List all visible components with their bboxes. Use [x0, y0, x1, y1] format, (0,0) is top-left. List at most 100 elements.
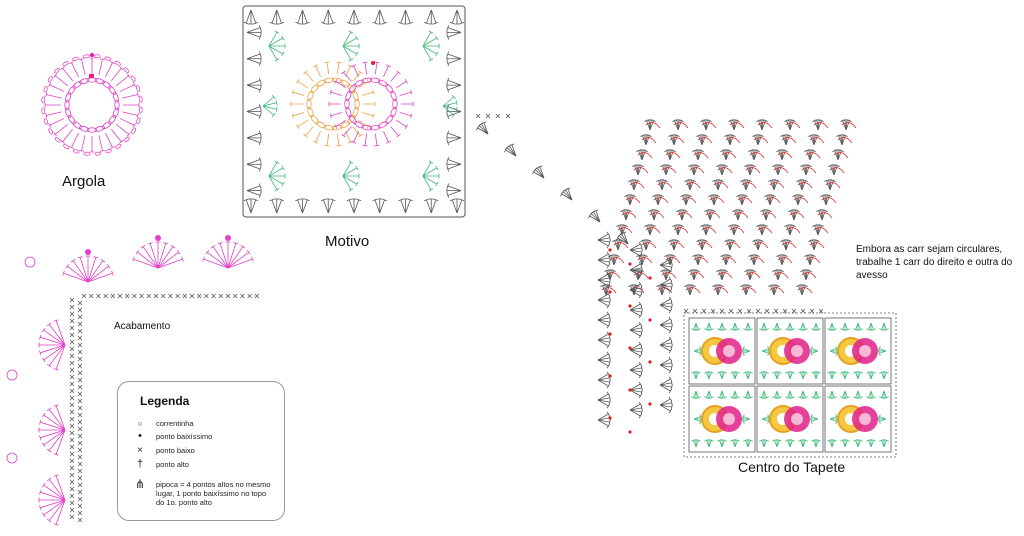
double-crochet-mark: [759, 322, 765, 331]
single-crochet-mark: [719, 308, 725, 314]
double-crochet-mark: [302, 9, 310, 25]
chain-stitch: [378, 121, 388, 129]
double-crochet-mark: [262, 94, 276, 107]
double-crochet-mark: [659, 340, 673, 346]
double-crochet-mark: [342, 175, 359, 187]
double-crochet-mark: [730, 322, 736, 331]
single-crochet-mark: [692, 308, 698, 314]
double-crochet-mark: [742, 414, 751, 420]
connector-arc: [781, 137, 797, 144]
double-crochet-mark: [649, 119, 656, 131]
single-crochet-mark: [77, 328, 83, 334]
double-crochet-mark: [659, 364, 673, 370]
double-crochet-mark: [352, 126, 363, 138]
single-crochet-mark: [77, 370, 83, 376]
chain-stitch: [348, 114, 357, 124]
double-crochet-mark: [329, 112, 343, 119]
double-crochet-mark: [274, 198, 280, 213]
join-dot: [648, 318, 652, 322]
double-crochet-mark: [87, 270, 114, 283]
connector-arc: [809, 242, 825, 249]
center-motif-tile: [688, 317, 756, 385]
double-crochet-mark: [629, 409, 643, 415]
double-crochet-mark: [805, 164, 812, 176]
double-crochet-mark: [48, 82, 65, 92]
double-crochet-mark: [341, 70, 352, 82]
double-crochet-mark: [325, 10, 331, 25]
double-crochet-mark: [563, 188, 573, 201]
double-crochet-mark: [773, 179, 780, 191]
connector-arc: [725, 137, 741, 144]
chain-stitch: [123, 67, 130, 73]
double-crochet-mark: [810, 346, 819, 352]
center-motif-tile: [824, 317, 892, 385]
popcorn-stitch-icon: ⋔: [134, 477, 146, 491]
connector-arc: [797, 287, 813, 294]
double-crochet-mark: [140, 244, 159, 269]
double-crochet-mark: [629, 305, 643, 311]
connector-arc: [841, 122, 857, 129]
double-crochet-mark: [276, 9, 285, 25]
double-crochet-mark: [147, 242, 159, 269]
connector-arc: [773, 167, 789, 174]
double-crochet-mark: [250, 9, 259, 25]
connector-arc: [629, 182, 645, 189]
chain-stitch: [323, 77, 335, 84]
single-crochet-mark: [69, 430, 75, 436]
double-crochet-mark: [246, 77, 262, 86]
chain-stitch: [131, 127, 137, 134]
double-crochet-mark: [105, 61, 115, 78]
chain-stitch: [54, 67, 60, 74]
connector-arc: [669, 137, 685, 144]
connector-arc: [801, 272, 817, 279]
connector-arc: [809, 137, 825, 144]
center-border: [683, 312, 897, 458]
double-crochet-mark: [870, 439, 876, 448]
single-crochet-mark: [139, 293, 144, 299]
double-crochet-mark: [749, 269, 756, 281]
double-crochet-mark: [327, 198, 336, 214]
connector-arc: [669, 242, 685, 249]
double-crochet-mark: [303, 126, 314, 138]
double-crochet-mark: [801, 284, 808, 296]
double-crochet-mark: [629, 389, 643, 395]
double-crochet-mark: [342, 30, 354, 47]
single-crochet-mark: [77, 307, 83, 313]
double-crochet-mark: [765, 209, 772, 221]
double-crochet-mark: [659, 400, 673, 406]
double-crochet-mark: [157, 249, 181, 269]
single-crochet-mark: [710, 308, 716, 314]
motivo-square: [242, 5, 466, 218]
double-crochet-mark: [262, 105, 278, 112]
connector-arc: [685, 287, 701, 294]
double-crochet-mark: [295, 198, 303, 214]
single-crochet-mark: [69, 458, 75, 464]
double-crochet-mark: [645, 134, 652, 146]
double-crochet-mark: [829, 179, 836, 191]
double-crochet-mark: [742, 346, 751, 352]
double-crochet-mark: [115, 124, 131, 137]
double-crochet-mark: [379, 198, 388, 214]
double-crochet-mark: [361, 89, 375, 96]
single-crochet-mark: [69, 500, 75, 506]
chain-stitch: [94, 125, 105, 132]
double-crochet-mark: [333, 119, 346, 130]
double-crochet-mark: [597, 311, 610, 321]
double-crochet-mark: [597, 359, 610, 369]
double-crochet-mark: [422, 165, 439, 177]
double-crochet-mark: [629, 281, 642, 291]
single-crochet-mark: [77, 468, 83, 474]
connector-arc: [601, 287, 617, 294]
double-crochet-mark: [813, 134, 820, 146]
double-crochet-mark: [879, 322, 885, 331]
double-crochet-mark: [659, 316, 672, 326]
double-crochet-mark: [597, 251, 610, 261]
chain-stitch: [83, 151, 91, 156]
double-crochet-mark: [677, 224, 684, 236]
double-crochet-mark: [704, 322, 710, 331]
single-crochet-mark: [77, 405, 83, 411]
double-crochet-mark: [119, 118, 136, 128]
double-crochet-mark: [403, 198, 408, 213]
single-crochet-mark: [701, 308, 707, 314]
double-crochet-mark: [629, 349, 643, 355]
